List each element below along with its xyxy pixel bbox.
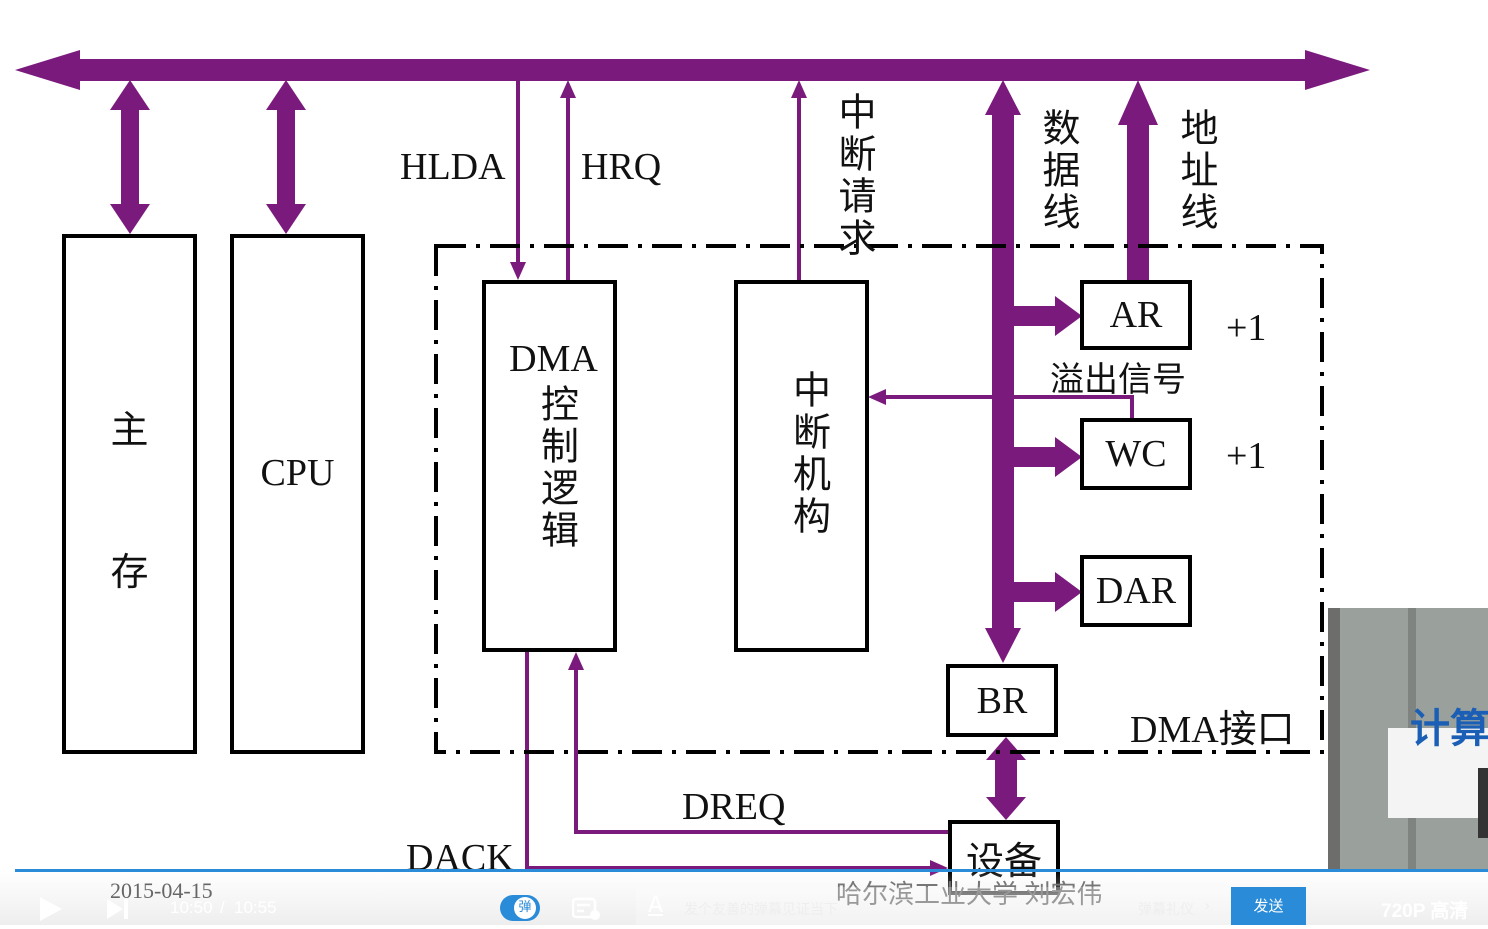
system-bus	[15, 50, 1370, 90]
interrupt-request-label: 中断请求	[832, 92, 874, 260]
ar-increment-label: +1	[1226, 307, 1267, 349]
skip-next-icon	[107, 899, 128, 919]
dma-interface-label: DMA接口	[1130, 709, 1295, 751]
danmaku-settings-button[interactable]	[571, 896, 602, 922]
ar-register: AR	[1080, 280, 1192, 350]
cpu-bus-arrow	[266, 80, 306, 234]
webcam-text: 计算	[1410, 706, 1488, 752]
quality-selector[interactable]: 720P 高清	[1381, 901, 1469, 922]
play-icon	[40, 897, 62, 921]
dma-control-logic-box: DMA 控制逻辑	[482, 280, 617, 652]
chevron-right-icon: ›	[1204, 896, 1211, 915]
watermark-date: 2015-04-15	[110, 878, 213, 903]
main-memory-box: 主 存	[62, 234, 197, 754]
main-memory-char-1: 主	[110, 410, 149, 452]
send-button[interactable]: 发送	[1231, 887, 1306, 925]
cpu-box: CPU	[230, 234, 365, 754]
time-total: 10:55	[234, 898, 277, 917]
webcam-overlay: 计算	[1328, 608, 1488, 870]
memory-bus-arrow	[110, 80, 150, 234]
data-line-bus	[985, 80, 1082, 663]
danmaku-settings-icon	[571, 897, 600, 920]
danmaku-toggle[interactable]: 弹	[500, 895, 540, 921]
danmaku-placeholder: 发个友善的弹幕见证当下	[684, 902, 838, 918]
dreq-label: DREQ	[682, 786, 786, 828]
progress-bar[interactable]	[15, 869, 1488, 872]
br-register: BR	[946, 664, 1058, 737]
hlda-hrq-lines	[516, 81, 570, 282]
danmaku-etiquette-link[interactable]: 弹幕礼仪	[1138, 902, 1194, 918]
time-current: 10:50	[170, 898, 213, 917]
main-memory-char-2: 存	[110, 552, 149, 594]
wc-increment-label: +1	[1226, 435, 1267, 477]
br-device-arrow	[986, 737, 1026, 820]
time-separator: /	[220, 898, 225, 917]
wc-register: WC	[1080, 418, 1192, 490]
address-line-bus	[1118, 80, 1158, 282]
cpu-label: CPU	[260, 452, 335, 494]
dar-register: DAR	[1080, 555, 1192, 627]
address-line-label: 地址线	[1174, 108, 1216, 234]
text-style-icon[interactable]: A	[648, 893, 664, 918]
interrupt-mechanism-box: 中断机构	[734, 280, 869, 652]
play-button[interactable]	[36, 894, 66, 924]
data-line-label: 数据线	[1036, 108, 1078, 234]
dma-interface-frame	[434, 244, 1324, 754]
danmaku-input[interactable]: A 发个友善的弹幕见证当下 弹幕礼仪 ›	[636, 887, 1230, 925]
hlda-label: HLDA	[400, 146, 506, 188]
dma-control-title: DMA	[509, 338, 598, 380]
watermark-author: 哈尔滨工业大学 刘宏伟	[836, 880, 1103, 909]
danmaku-toggle-knob: 弹	[514, 897, 536, 919]
hrq-label: HRQ	[581, 146, 662, 188]
dma-control-text: 控制逻辑	[534, 384, 577, 552]
interrupt-mechanism-text: 中断机构	[786, 370, 829, 538]
overflow-signal-label: 溢出信号	[1050, 362, 1186, 399]
next-button[interactable]	[104, 896, 130, 922]
